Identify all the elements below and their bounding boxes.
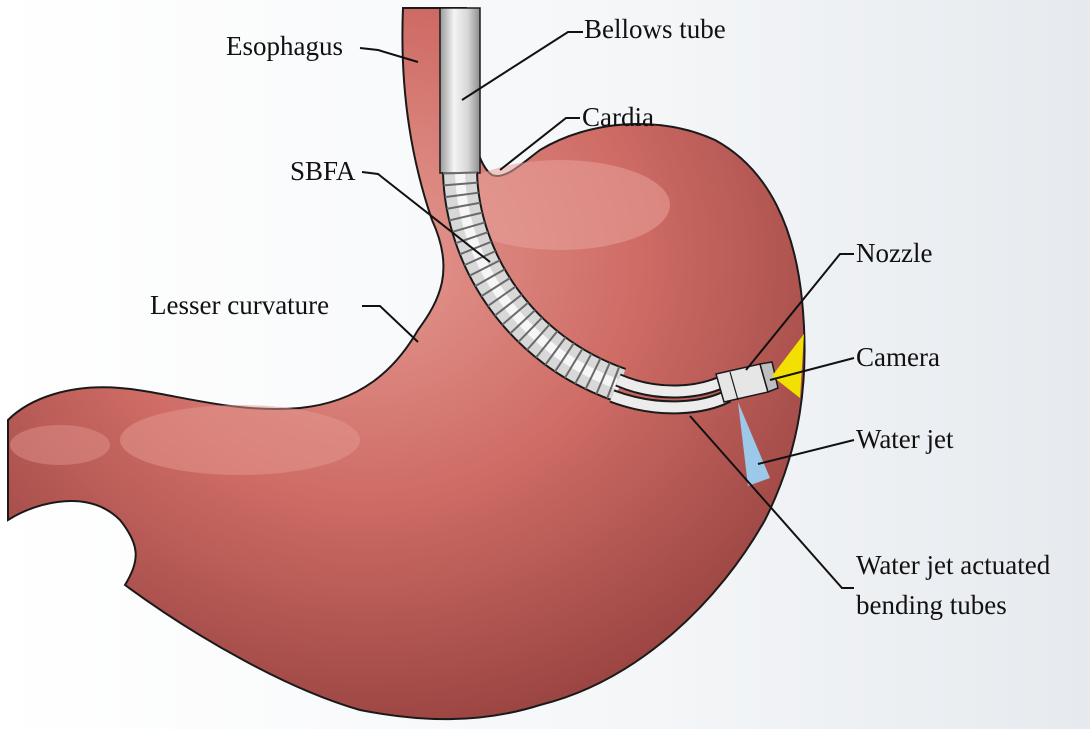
duodenum-highlight [10,425,110,465]
label-camera: Camera [856,342,940,372]
label-lesser-curvature: Lesser curvature [150,290,329,320]
label-cardia: Cardia [582,102,654,132]
label-bending-tubes-line1: Water jet actuated [856,550,1051,580]
bellows-tube [440,8,480,173]
label-bellows-tube: Bellows tube [584,14,726,44]
label-sbfa: SBFA [290,156,356,186]
label-esophagus: Esophagus [226,31,343,61]
label-bending-tubes-line2: bending tubes [856,590,1007,620]
label-water-jet: Water jet [856,424,954,454]
antrum-highlight [120,405,360,475]
label-nozzle: Nozzle [856,238,932,268]
